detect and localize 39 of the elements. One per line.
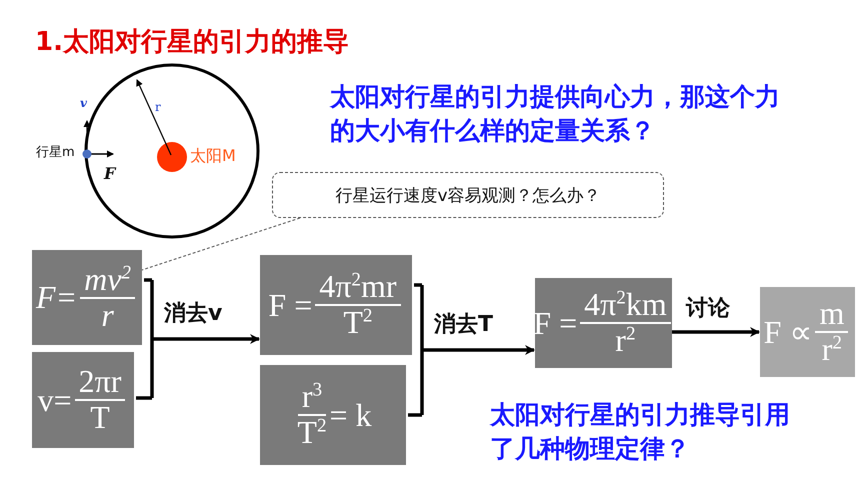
question-text: 太阳对行星的引力推导引用了几种物理定律？ xyxy=(490,399,791,465)
numerator: 4π$^{2}$km xyxy=(580,288,671,324)
formula-term: F= xyxy=(36,279,78,316)
edge-label: 消去T xyxy=(434,312,494,338)
formula-term: = k xyxy=(330,396,372,434)
denominator: r$^{2}$ xyxy=(822,333,842,367)
formula-box xyxy=(535,278,672,368)
sun-label: 太阳M xyxy=(190,146,236,167)
formula-term: F = xyxy=(533,304,578,342)
formula-term: F = xyxy=(268,286,312,324)
denominator: r$^{2}$ xyxy=(615,324,636,358)
formula-box xyxy=(760,287,855,377)
denominator: T$^{2}$ xyxy=(297,416,327,450)
denominator: r xyxy=(101,298,114,332)
formula-box xyxy=(32,250,142,345)
question-text: 太阳对行星的引力提供向心力，那这个力的大小有什么样的定量关系？ xyxy=(330,81,781,147)
bracket-arrow xyxy=(134,278,261,400)
bracket-arrow xyxy=(406,283,536,417)
numerator: r$^{3}$ xyxy=(298,380,326,416)
leader-line xyxy=(142,218,300,270)
numerator: 2πr xyxy=(74,365,126,401)
velocity-label: v xyxy=(80,96,87,110)
force-label: F xyxy=(104,164,116,183)
formula-box xyxy=(260,365,406,465)
denominator: T xyxy=(90,401,110,435)
slide-title: 1.太阳对行星的引力的推导 xyxy=(35,26,349,59)
denominator: T$^{2}$ xyxy=(343,306,372,340)
formula-box xyxy=(260,255,412,355)
numerator: 4π$^{2}$mr xyxy=(315,270,401,306)
formula-term: v= xyxy=(38,382,72,418)
planet-label: 行星m xyxy=(36,144,75,161)
formula-box xyxy=(32,352,134,448)
numerator: m xyxy=(815,297,848,333)
edge-label: 消去v xyxy=(164,301,222,327)
arrow xyxy=(672,327,760,337)
radius-label: r xyxy=(155,100,161,114)
numerator: mv$^{2}$ xyxy=(80,262,136,298)
formula-term: F ∝ xyxy=(764,313,812,351)
callout-box: 行星运行速度v容易观测？怎么办？ xyxy=(272,172,664,218)
